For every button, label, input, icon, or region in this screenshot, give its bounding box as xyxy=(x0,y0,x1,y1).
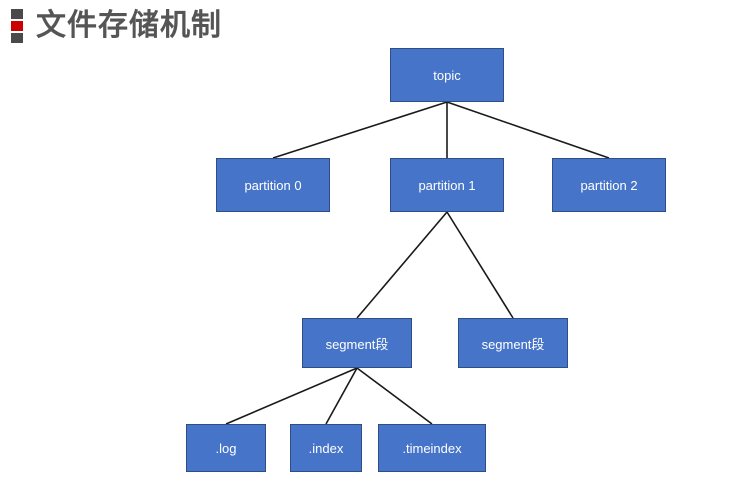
edge-topic-to-partition2 xyxy=(446,101,610,159)
node-index: .index xyxy=(290,424,362,472)
node-label-partition2: partition 2 xyxy=(580,177,638,193)
three-square-bullet-icon xyxy=(11,9,23,43)
bullet-square-bottom xyxy=(11,33,23,43)
node-label-log: .log xyxy=(215,440,237,456)
edge-segment1-to-index xyxy=(325,367,358,425)
node-label-topic: topic xyxy=(433,67,461,83)
node-partition1: partition 1 xyxy=(390,158,504,212)
node-label-index: .index xyxy=(308,440,344,456)
node-timeindex: .timeindex xyxy=(378,424,486,472)
node-label-segment2: segment段 xyxy=(481,336,545,352)
node-partition0: partition 0 xyxy=(216,158,330,212)
node-partition2: partition 2 xyxy=(552,158,666,212)
bullet-square-top xyxy=(11,9,23,19)
node-label-timeindex: .timeindex xyxy=(402,440,462,456)
node-label-segment1: segment段 xyxy=(325,336,389,352)
node-segment1: segment段 xyxy=(302,318,412,368)
edge-partition1-to-segment1 xyxy=(356,211,448,319)
edge-partition1-to-segment2 xyxy=(446,211,514,319)
node-topic: topic xyxy=(390,48,504,102)
edge-segment1-to-log xyxy=(225,367,358,425)
node-segment2: segment段 xyxy=(458,318,568,368)
edge-topic-to-partition0 xyxy=(272,101,448,159)
edge-segment1-to-timeindex xyxy=(356,367,433,425)
bullet-square-middle xyxy=(11,21,23,31)
page-title: 文件存储机制 xyxy=(36,9,222,42)
node-log: .log xyxy=(186,424,266,472)
node-label-partition0: partition 0 xyxy=(244,177,302,193)
node-label-partition1: partition 1 xyxy=(418,177,476,193)
